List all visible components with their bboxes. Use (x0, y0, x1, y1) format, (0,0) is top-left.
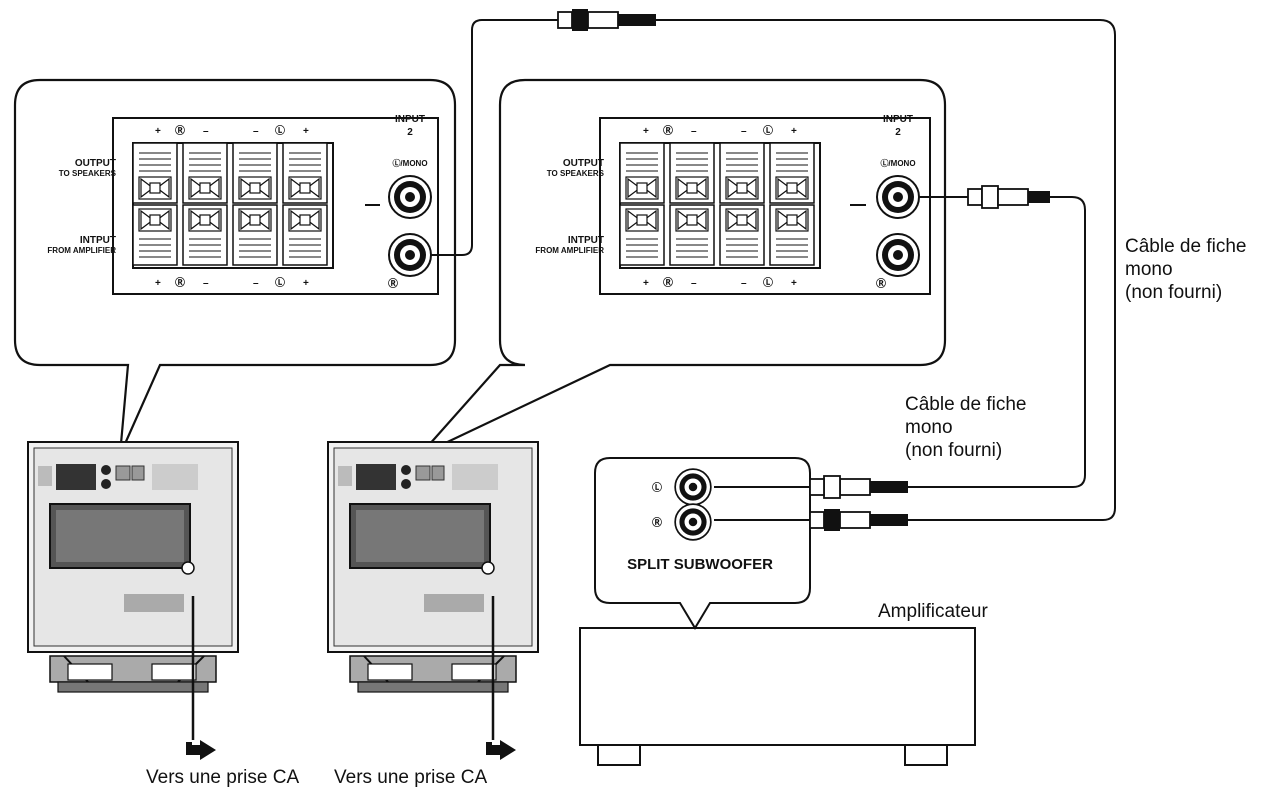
plus-sign: + (155, 278, 161, 289)
minus-sign: – (741, 126, 747, 137)
minus-sign: – (741, 278, 747, 289)
r-mark: Ⓡ (175, 124, 185, 137)
input-label: INTPUT (80, 235, 116, 246)
rca-jack-l (388, 175, 432, 219)
l-mark: Ⓛ (652, 481, 662, 494)
plus-sign: + (155, 126, 161, 137)
input-sub-label: FROM AMPLIFIER (47, 246, 116, 255)
ac-outlet-label-1: Vers une prise CA (146, 767, 299, 788)
input2-label: INPUT (883, 114, 913, 125)
plus-sign: + (643, 278, 649, 289)
rca-jack-r (388, 233, 432, 277)
zoom-panel-right: + Ⓡ – – Ⓛ + + Ⓡ – – Ⓛ + OUTPUT TO SPEAKE… (419, 78, 947, 456)
l-mark: Ⓛ (763, 124, 773, 137)
ac-outlet-label-2: Vers une prise CA (334, 767, 487, 788)
output-label: OUTPUT (563, 158, 604, 169)
plus-sign: + (303, 278, 309, 289)
output-sub-label: TO SPEAKERS (547, 169, 605, 178)
l-mark: Ⓛ (763, 276, 773, 289)
input2-label: INPUT (395, 114, 425, 125)
l-mono-label: Ⓛ/MONO (880, 158, 915, 168)
plus-sign: + (643, 126, 649, 137)
r-mark: Ⓡ (175, 276, 185, 289)
power-cord-left (186, 596, 216, 760)
cable-label-1-line1: Câble de fiche (1125, 236, 1246, 257)
split-subwoofer-callout: Ⓛ Ⓡ SPLIT SUBWOOFER (594, 457, 811, 630)
r-mark: Ⓡ (876, 277, 886, 290)
mono-cable-a (430, 9, 1116, 531)
amp-rca-jack-r (674, 503, 712, 541)
mono-cable-b (714, 185, 1086, 499)
amplifier-label: Amplificateur (878, 601, 988, 622)
r-mark: Ⓡ (388, 277, 398, 290)
output-label: OUTPUT (75, 158, 116, 169)
l-mono-label: Ⓛ/MONO (392, 158, 427, 168)
split-subwoofer-label: SPLIT SUBWOOFER (627, 556, 773, 573)
cable-label-1-line3: (non fourni) (1125, 282, 1222, 303)
r-mark: Ⓡ (663, 124, 673, 137)
plus-sign: + (791, 278, 797, 289)
minus-sign: – (691, 126, 697, 137)
rca-jack-l (876, 175, 920, 219)
minus-sign: – (253, 278, 259, 289)
input2-number: 2 (407, 127, 413, 138)
minus-sign: – (253, 126, 259, 137)
minus-sign: – (203, 278, 209, 289)
cable-label-2-line3: (non fourni) (905, 440, 1002, 461)
cable-label-1-line2: mono (1125, 259, 1173, 280)
r-mark: Ⓡ (663, 276, 673, 289)
speaker-terminal-block (132, 142, 334, 269)
zoom-panel-left: + Ⓡ – – Ⓛ + + Ⓡ – – Ⓛ + OUTPUT TO SPEAKE… (13, 78, 457, 456)
amp-rca-jack-l (674, 468, 712, 506)
r-mark: Ⓡ (652, 516, 662, 529)
plus-sign: + (303, 126, 309, 137)
amplifier-unit (579, 627, 976, 766)
l-mark: Ⓛ (275, 124, 285, 137)
power-cord-right (486, 596, 516, 760)
cable-label-2-line1: Câble de fiche (905, 394, 1026, 415)
rca-jack-r (876, 233, 920, 277)
speaker-terminal-block (619, 142, 821, 269)
input2-number: 2 (895, 127, 901, 138)
output-sub-label: TO SPEAKERS (59, 169, 117, 178)
input-label: INTPUT (568, 235, 604, 246)
subwoofer-left (27, 441, 239, 693)
minus-sign: – (691, 278, 697, 289)
minus-sign: – (203, 126, 209, 137)
plus-sign: + (791, 126, 797, 137)
l-mark: Ⓛ (275, 276, 285, 289)
input-sub-label: FROM AMPLIFIER (535, 246, 604, 255)
cable-label-2-line2: mono (905, 417, 953, 438)
subwoofer-right (327, 441, 539, 693)
